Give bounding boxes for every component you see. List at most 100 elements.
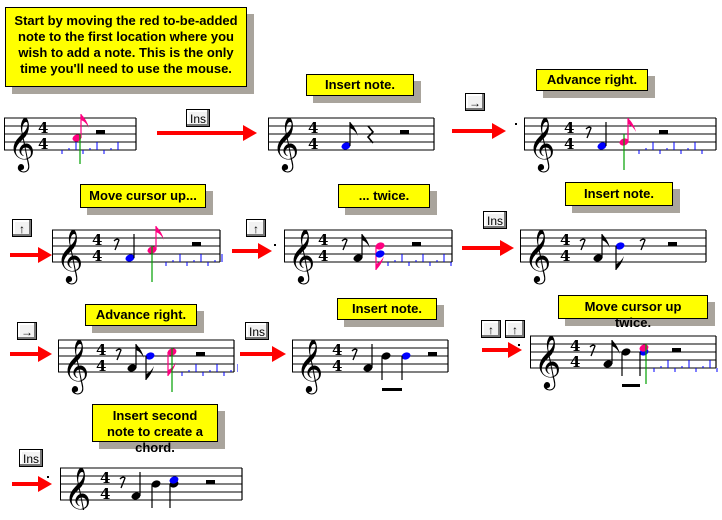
time-sig-top: 4 [564, 119, 574, 137]
inserted-note [615, 242, 625, 250]
treble-clef-icon: 𝄞 [296, 338, 323, 394]
eighth-rest-icon [351, 348, 358, 361]
step-arrow-7 [240, 346, 286, 362]
note-flag [362, 234, 370, 248]
note-head [621, 348, 631, 356]
note-flag [81, 114, 89, 128]
eighth-rest-icon [589, 344, 596, 357]
up-arrow-key-3: ↑ [481, 320, 501, 338]
eighth-rest-icon [115, 348, 122, 361]
quarter-rest-icon [366, 125, 375, 144]
step-arrow-9 [12, 476, 52, 492]
staff-step-3: 𝄞 44 [524, 116, 717, 172]
caption-insert-note-1: Insert note. [306, 74, 421, 103]
ins-key-2: Ins [483, 211, 507, 229]
note-flag [136, 344, 144, 358]
time-sig-top: 4 [96, 341, 106, 359]
half-rest-icon [96, 130, 105, 134]
caption-advance-right-1: Advance right. [536, 69, 655, 98]
up-arrow-key-1: ↑ [12, 219, 32, 237]
staff-step-8: 𝄞 44 [292, 338, 449, 394]
ins-key-3: Ins [245, 322, 269, 340]
note-flag [602, 234, 610, 248]
step-arrow-5 [462, 240, 514, 256]
note-head [375, 250, 385, 258]
inserted-note [401, 352, 411, 360]
staff-step-7: 𝄞 44 [58, 338, 238, 394]
time-sig-bottom: 4 [308, 135, 318, 153]
ins-key-4: Ins [19, 449, 43, 467]
time-sig-bottom: 4 [332, 357, 342, 375]
note-head [363, 364, 373, 372]
right-arrow-key-2: → [17, 322, 37, 340]
time-sig-bottom: 4 [570, 353, 580, 371]
time-sig-bottom: 4 [38, 135, 48, 153]
up-arrow-key-4: ↑ [505, 320, 525, 338]
half-rest-icon [672, 348, 681, 352]
ins-key-1: Ins [186, 109, 210, 127]
treble-clef-icon: 𝄞 [56, 228, 83, 284]
step-arrow-1 [157, 125, 257, 141]
note-flag [350, 122, 358, 136]
eighth-rest-icon [119, 476, 126, 489]
treble-clef-icon: 𝄞 [272, 116, 299, 172]
time-sig-top: 4 [560, 231, 570, 249]
caption-insert-note-3: Insert note. [337, 298, 444, 327]
time-sig-bottom: 4 [92, 247, 102, 265]
half-rest-icon [412, 242, 421, 246]
time-sig-bottom: 4 [564, 135, 574, 153]
caption-insert-chord: Insert second note to create a chord. [92, 404, 225, 455]
time-sig-top: 4 [38, 119, 48, 137]
step-arrow-6 [10, 346, 52, 362]
note-beam [622, 384, 640, 387]
caption-insert-note-2: Insert note. [565, 182, 680, 213]
half-rest-icon [659, 130, 668, 134]
eighth-rest-icon [341, 238, 348, 251]
step-arrow-3 [10, 247, 52, 263]
eighth-rest-icon [639, 238, 646, 251]
note-head [593, 254, 603, 262]
note-flag [156, 226, 164, 240]
to-be-added-note [375, 242, 385, 250]
eighth-rest-icon [113, 238, 120, 251]
right-arrow-key-1: → [465, 93, 485, 111]
treble-clef-icon: 𝄞 [64, 466, 91, 510]
step-arrow-2 [452, 123, 506, 139]
note-flag [628, 118, 636, 132]
staff-step-6: 𝄞44 [520, 228, 707, 284]
time-sig-bottom: 4 [100, 485, 110, 503]
staff-step-9: 𝄞44 [530, 334, 718, 390]
half-rest-icon [668, 242, 677, 246]
treble-clef-icon: 𝄞 [62, 338, 89, 394]
eighth-rest-icon [585, 126, 592, 139]
treble-clef-icon: 𝄞 [8, 116, 35, 172]
treble-clef-icon: 𝄞 [288, 228, 315, 284]
half-rest-icon [196, 352, 205, 356]
time-sig-bottom: 4 [96, 357, 106, 375]
step-arrow-4 [232, 243, 272, 259]
time-sig-top: 4 [332, 341, 342, 359]
half-rest-icon [192, 242, 201, 246]
time-sig-top: 4 [570, 337, 580, 355]
time-sig-bottom: 4 [560, 247, 570, 265]
note-head [381, 352, 391, 360]
note-head [131, 492, 141, 500]
note-head [145, 352, 155, 360]
note-head [151, 480, 161, 488]
staff-step-2: 𝄞44 [268, 116, 435, 172]
note-head [353, 254, 363, 262]
eighth-rest-icon [579, 238, 586, 251]
caption-move-cursor-up-twice: Move cursor up twice. [558, 295, 715, 330]
note-flag [376, 256, 384, 270]
time-sig-bottom: 4 [318, 247, 328, 265]
time-sig-top: 4 [92, 231, 102, 249]
note-head [127, 364, 137, 372]
chord-note [169, 476, 179, 484]
to-be-added-note [72, 134, 82, 142]
note-flag [612, 340, 620, 354]
time-sig-top: 4 [318, 231, 328, 249]
staff-step-10: 𝄞44 [60, 466, 243, 510]
treble-clef-icon: 𝄞 [528, 116, 555, 172]
note-flag [616, 256, 624, 270]
